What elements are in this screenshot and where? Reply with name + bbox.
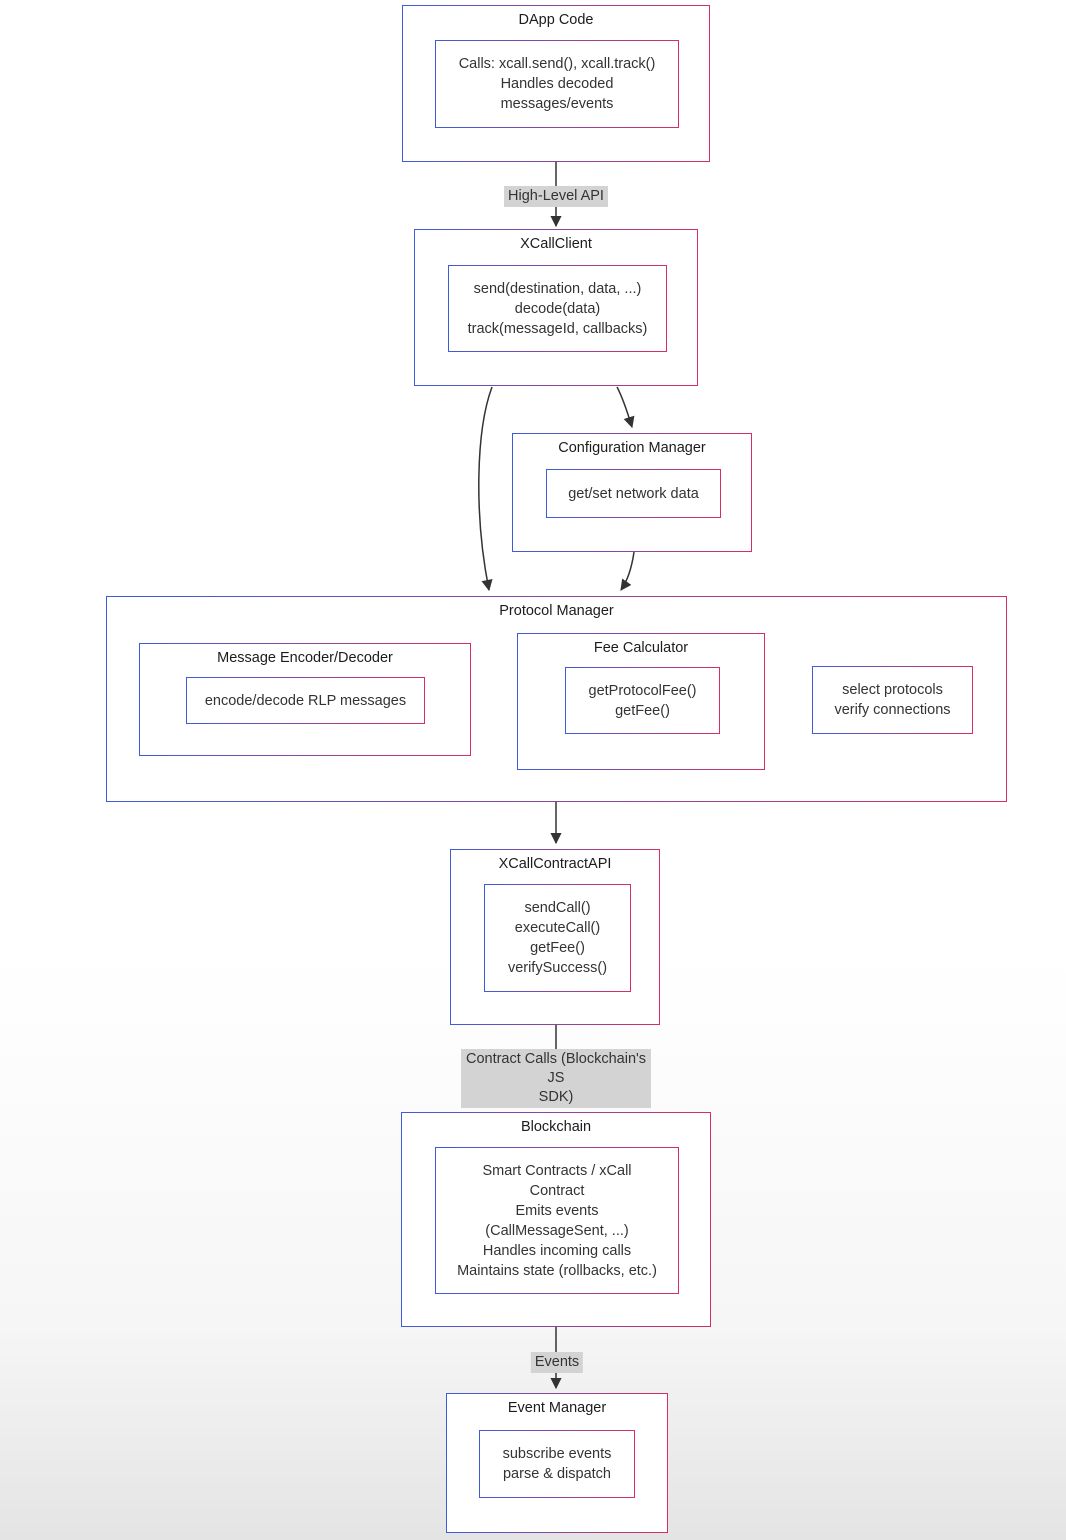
node-fee-calculator: Fee Calculator getProtocolFee() getFee() xyxy=(517,633,765,770)
node-blockchain-title: Blockchain xyxy=(520,1119,592,1135)
node-configuration-manager: Configuration Manager get/set network da… xyxy=(512,433,752,552)
text-line: get/set network data xyxy=(568,485,699,502)
node-protocol-selector: select protocols verify connections xyxy=(812,666,973,734)
text-line: sendCall() xyxy=(524,900,591,916)
node-configuration-manager-detail: get/set network data xyxy=(546,469,721,518)
text-line: Maintains state (rollbacks, etc.) xyxy=(457,1262,657,1279)
node-message-encoder-decoder-detail: encode/decode RLP messages xyxy=(186,677,425,724)
node-event-manager: Event Manager subscribe events parse & d… xyxy=(446,1393,668,1533)
text-line: getFee() xyxy=(530,940,585,956)
node-event-manager-title: Event Manager xyxy=(507,1400,607,1416)
text-line: subscribe events xyxy=(502,1446,612,1462)
edge-configuration-manager-to-protocol-manager xyxy=(620,551,635,591)
edge-label-contract-calls-line1: Contract Calls (Blockchain's JS xyxy=(465,1051,647,1086)
text-line: track(messageId, callbacks) xyxy=(467,320,648,337)
node-xcallclient: XCallClient send(destination, data, ...)… xyxy=(414,229,698,386)
text-line: send(destination, data, ...) xyxy=(473,280,642,297)
text-line: verify connections xyxy=(834,702,951,718)
node-dapp-code-detail: Calls: xcall.send(), xcall.track() Handl… xyxy=(435,40,679,128)
edge-label-contract-calls-line2: SDK) xyxy=(538,1089,574,1105)
node-xcallcontractapi-title: XCallContractAPI xyxy=(498,856,612,872)
text-line: Handles decoded xyxy=(500,76,614,92)
node-xcallcontractapi-detail: sendCall() executeCall() getFee() verify… xyxy=(484,884,631,992)
node-fee-calculator-detail: getProtocolFee() getFee() xyxy=(565,667,720,734)
edge-xcallclient-to-configuration-manager xyxy=(616,386,635,429)
text-line: Smart Contracts / xCall xyxy=(482,1162,632,1179)
text-line: Contract xyxy=(529,1182,585,1199)
node-dapp-code: DApp Code Calls: xcall.send(), xcall.tra… xyxy=(402,5,710,162)
node-dapp-code-title: DApp Code xyxy=(518,12,594,28)
text-line: getProtocolFee() xyxy=(588,682,697,699)
node-message-encoder-decoder-title: Message Encoder/Decoder xyxy=(217,650,393,666)
text-line: select protocols xyxy=(842,682,943,698)
node-event-manager-detail: subscribe events parse & dispatch xyxy=(479,1430,635,1498)
node-blockchain-detail: Smart Contracts / xCall Contract Emits e… xyxy=(435,1147,679,1294)
node-xcallclient-detail: send(destination, data, ...) decode(data… xyxy=(448,265,667,352)
text-line: verifySuccess() xyxy=(507,960,608,976)
text-line: encode/decode RLP messages xyxy=(204,692,407,709)
node-xcallclient-title: XCallClient xyxy=(520,236,592,252)
text-line: Handles incoming calls xyxy=(482,1242,632,1259)
node-xcallcontractapi: XCallContractAPI sendCall() executeCall(… xyxy=(450,849,660,1025)
text-line: executeCall() xyxy=(514,920,601,936)
edge-xcallclient-to-protocol-manager xyxy=(478,386,493,592)
text-line: decode(data) xyxy=(514,300,601,317)
text-line: (CallMessageSent, ...) xyxy=(485,1222,629,1239)
edge-label-events: Events xyxy=(530,1352,584,1373)
node-message-encoder-decoder: Message Encoder/Decoder encode/decode RL… xyxy=(139,643,471,756)
text-line: parse & dispatch xyxy=(502,1466,611,1482)
edge-label-contract-calls: Contract Calls (Blockchain's JS SDK) xyxy=(461,1049,651,1108)
node-fee-calculator-title: Fee Calculator xyxy=(593,640,689,656)
text-line: Calls: xcall.send(), xcall.track() xyxy=(458,56,656,72)
node-configuration-manager-title: Configuration Manager xyxy=(558,440,706,456)
edge-label-high-level-api: High-Level API xyxy=(504,186,608,207)
node-blockchain: Blockchain Smart Contracts / xCall Contr… xyxy=(401,1112,711,1327)
node-protocol-manager-title: Protocol Manager xyxy=(499,603,614,619)
text-line: Emits events xyxy=(515,1202,599,1219)
text-line: getFee() xyxy=(615,702,670,719)
text-line: messages/events xyxy=(500,96,614,112)
